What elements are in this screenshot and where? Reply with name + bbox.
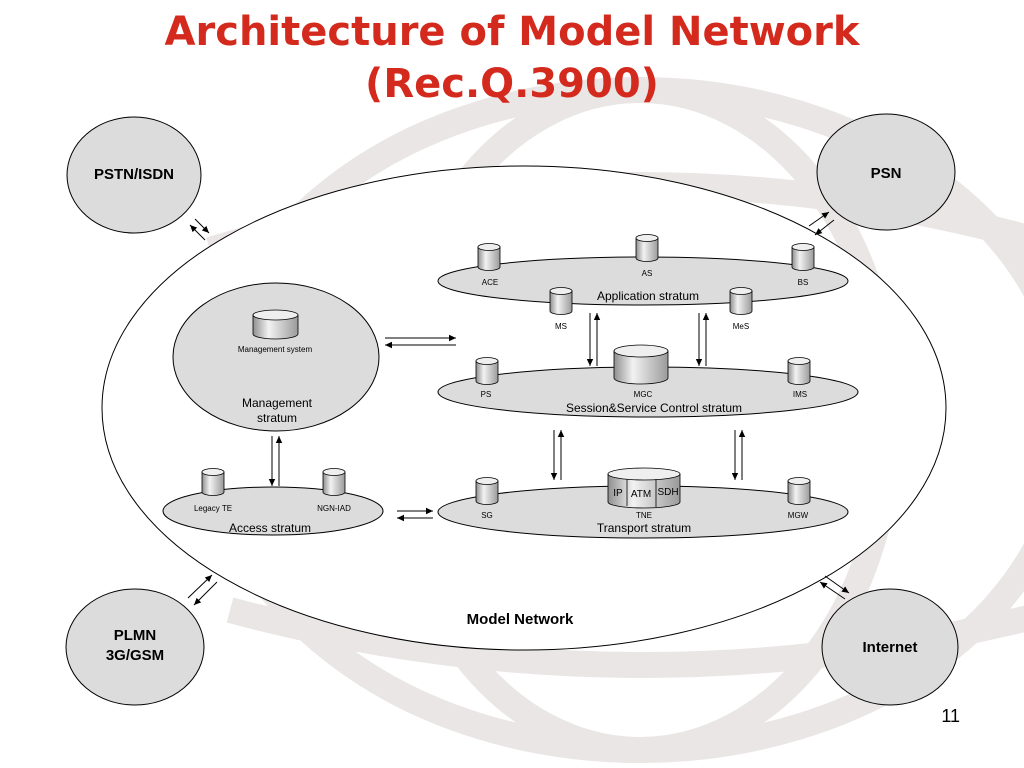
internet-node: Internet <box>821 588 959 706</box>
external-link-arrows <box>187 211 850 606</box>
ace-cylinder <box>477 243 501 271</box>
legacy-te-label: Legacy TE <box>194 504 232 513</box>
ps-cylinder <box>475 357 499 385</box>
transport-stratum-label: Transport stratum <box>597 521 691 535</box>
slide-title-line2: (Rec.Q.3900) <box>365 61 659 107</box>
model-network-label: Model Network <box>467 611 574 628</box>
slide-title-line1: Architecture of Model Network <box>164 9 860 55</box>
access-stratum-label: Access stratum <box>229 521 311 535</box>
internal-link-arrows <box>268 313 746 522</box>
mgw-label: MGW <box>788 511 809 520</box>
legacy-te-cylinder <box>201 468 225 496</box>
management-stratum-label-line2: stratum <box>257 411 297 425</box>
ace-label: ACE <box>482 278 498 287</box>
mgc-cylinder <box>613 344 669 385</box>
bs-label: BS <box>798 278 809 287</box>
ims-cylinder <box>787 357 811 385</box>
internet-label: Internet <box>862 639 917 656</box>
network-element-cylinders <box>201 234 815 505</box>
ims-label: IMS <box>793 390 807 399</box>
as-cylinder <box>635 234 659 262</box>
ms-label: MS <box>555 322 567 331</box>
tne-sdh-label: SDH <box>657 487 678 498</box>
plmn-label-line1: PLMN <box>114 627 157 644</box>
tne-atm-label: ATM <box>631 489 651 500</box>
management-stratum-label-line1: Management <box>242 396 313 410</box>
ngn-iad-label: NGN-IAD <box>317 504 351 513</box>
ms-cylinder <box>549 287 573 315</box>
management-stratum: Management system Management stratum <box>172 282 380 432</box>
sg-label: SG <box>481 511 493 520</box>
ps-label: PS <box>481 390 492 399</box>
mgw-cylinder <box>787 477 811 505</box>
ngn-iad-cylinder <box>322 468 346 496</box>
plmn-label-line2: 3G/GSM <box>106 647 164 664</box>
management-system-cylinder <box>252 309 299 340</box>
psn-node: PSN <box>816 113 956 231</box>
pstn-isdn-node: PSTN/ISDN <box>66 116 202 234</box>
slide-title: Architecture of Model Network (Rec.Q.390… <box>0 6 1024 110</box>
mes-label: MeS <box>733 322 749 331</box>
element-labels: ACE AS BS MS MeS PS MGC IMS Legacy TE NG… <box>194 269 809 520</box>
pstn-isdn-label: PSTN/ISDN <box>94 166 174 183</box>
mgc-label: MGC <box>634 390 653 399</box>
tne-cylinder: IP ATM SDH <box>607 467 681 509</box>
plmn-node: PLMN 3G/GSM <box>65 588 205 706</box>
bs-cylinder <box>791 243 815 271</box>
tne-ip-label: IP <box>613 488 623 499</box>
mes-cylinder <box>729 287 753 315</box>
sg-cylinder <box>475 477 499 505</box>
psn-label: PSN <box>871 165 902 182</box>
as-label: AS <box>642 269 653 278</box>
tne-label: TNE <box>636 511 652 520</box>
application-stratum-label: Application stratum <box>597 289 699 303</box>
access-stratum: Access stratum <box>162 486 384 536</box>
page-number: 11 <box>941 706 960 726</box>
session-stratum-label: Session&Service Control stratum <box>566 401 742 415</box>
management-system-label: Management system <box>238 345 313 354</box>
session-service-control-stratum: Session&Service Control stratum <box>437 366 859 418</box>
